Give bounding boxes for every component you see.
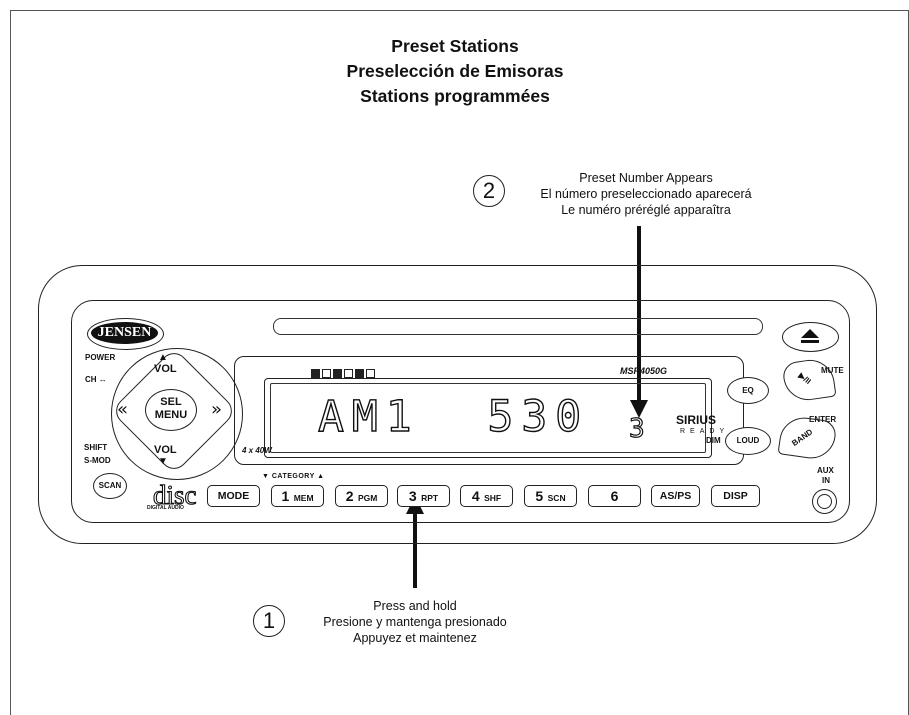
callout-1-line-fr: Appuyez et maintenez bbox=[353, 631, 477, 645]
callout-1-number: 1 bbox=[253, 605, 285, 637]
title-french: Stations programmées bbox=[360, 86, 550, 106]
callout-2-arrow-stem bbox=[637, 226, 641, 402]
lcd-screen bbox=[264, 378, 712, 458]
callout-2-line-fr: Le numéro préréglé apparaîtra bbox=[561, 203, 731, 217]
sirius-ready-text: READY bbox=[680, 428, 730, 435]
diagram-titles: Preset Stations Preselección de Emisoras… bbox=[330, 34, 580, 109]
enter-label: ENTER bbox=[809, 415, 837, 424]
dim-label: DIM bbox=[706, 436, 721, 445]
mute-label: MUTE bbox=[821, 366, 844, 375]
vol-up-arrow-icon: ▲ bbox=[158, 352, 168, 363]
category-up-icon: ▲ bbox=[314, 473, 325, 480]
callout-1-line-es: Presione y mantenga presionado bbox=[323, 615, 507, 629]
callout-2-arrow-head bbox=[630, 400, 648, 418]
preset-2-number: 2 bbox=[345, 488, 354, 504]
cd-slot bbox=[273, 318, 763, 335]
menu-label: MENU bbox=[154, 409, 188, 421]
eq-button[interactable]: EQ bbox=[727, 377, 769, 404]
model-number: MSR4050G bbox=[620, 366, 668, 376]
seek-left-icon[interactable]: « bbox=[117, 399, 129, 420]
eject-icon bbox=[801, 329, 819, 338]
display-band-frequency: AM1 530 bbox=[317, 392, 590, 442]
callout-2-number: 2 bbox=[473, 175, 505, 207]
title-english: Preset Stations bbox=[391, 36, 519, 56]
preset-3-rpt-button[interactable]: 3 RPT bbox=[397, 485, 450, 507]
brand-logo-text: JENSEN bbox=[91, 322, 158, 344]
indicator-icon-1 bbox=[311, 369, 320, 378]
brand-logo: JENSEN bbox=[87, 318, 164, 350]
compact-disc-logo-sub: DIGITAL AUDIO bbox=[147, 505, 184, 511]
mode-button[interactable]: MODE bbox=[207, 485, 260, 507]
seek-right-icon[interactable]: » bbox=[211, 399, 223, 420]
vol-down-label[interactable]: VOL bbox=[154, 444, 177, 456]
aux-input-jack[interactable] bbox=[812, 489, 837, 514]
indicator-icon-2 bbox=[322, 369, 331, 378]
indicator-icon-5 bbox=[355, 369, 364, 378]
category-text: CATEGORY bbox=[271, 473, 315, 480]
callout-1-arrow-stem bbox=[413, 512, 417, 588]
preset-2-text: PGM bbox=[357, 493, 378, 503]
power-label: POWER bbox=[85, 353, 116, 362]
preset-6-number: 6 bbox=[610, 488, 619, 504]
eject-icon-bar bbox=[801, 340, 819, 343]
preset-4-shf-button[interactable]: 4 SHF bbox=[460, 485, 513, 507]
control-ring[interactable] bbox=[111, 348, 243, 480]
shift-label: SHIFT bbox=[84, 443, 108, 452]
callout-1-line-en: Press and hold bbox=[373, 599, 457, 613]
ch-label: CH ↔ bbox=[85, 375, 107, 384]
mode-button-label: MODE bbox=[217, 490, 250, 502]
preset-6-button[interactable]: 6 bbox=[588, 485, 641, 507]
category-label: ▼ CATEGORY ▲ bbox=[262, 473, 325, 480]
display-preset-number: 3 bbox=[628, 413, 645, 444]
indicator-icon-4 bbox=[344, 369, 353, 378]
lcd-screen-inner bbox=[270, 383, 706, 453]
preset-1-mem-button[interactable]: 1 MEM bbox=[271, 485, 324, 507]
vol-down-arrow-icon: ▼ bbox=[158, 456, 168, 467]
preset-3-number: 3 bbox=[408, 488, 417, 504]
preset-5-number: 5 bbox=[535, 488, 544, 504]
loud-button[interactable]: LOUD bbox=[725, 427, 771, 455]
preset-3-text: RPT bbox=[421, 493, 439, 503]
callout-2-caption: Preset Number Appears El número preselec… bbox=[516, 170, 776, 218]
stereo-faceplate-outer bbox=[38, 265, 877, 544]
sel-label: SEL bbox=[160, 396, 182, 408]
category-down-icon: ▼ bbox=[262, 473, 272, 480]
smod-label: S-MOD bbox=[84, 456, 111, 465]
in-label: IN bbox=[822, 476, 830, 485]
preset-4-number: 4 bbox=[471, 488, 480, 504]
preset-5-scn-button[interactable]: 5 SCN bbox=[524, 485, 577, 507]
disp-button[interactable]: DISP bbox=[711, 485, 760, 507]
preset-1-text: MEM bbox=[293, 493, 314, 503]
as-ps-label: AS/PS bbox=[659, 490, 692, 502]
indicator-icon-6 bbox=[366, 369, 375, 378]
aux-label: AUX bbox=[817, 466, 834, 475]
display-icon-strip bbox=[311, 365, 377, 383]
disp-label: DISP bbox=[723, 490, 748, 502]
preset-2-pgm-button[interactable]: 2 PGM bbox=[335, 485, 388, 507]
sel-menu-button[interactable]: SEL MENU bbox=[145, 389, 197, 431]
callout-2-line-es: El número preseleccionado aparecerá bbox=[540, 187, 752, 201]
preset-1-number: 1 bbox=[281, 488, 290, 504]
display-panel bbox=[234, 356, 744, 465]
as-ps-button[interactable]: AS/PS bbox=[651, 485, 700, 507]
power-rating: 4 x 40W bbox=[242, 446, 272, 455]
preset-5-text: SCN bbox=[547, 493, 566, 503]
indicator-icon-3 bbox=[333, 369, 342, 378]
preset-4-text: SHF bbox=[484, 493, 502, 503]
callout-2-line-en: Preset Number Appears bbox=[579, 171, 713, 185]
sirius-logo: SIRIUS bbox=[676, 413, 717, 427]
eject-button[interactable] bbox=[782, 322, 839, 352]
callout-1-caption: Press and hold Presione y mantenga presi… bbox=[290, 598, 540, 646]
vol-up-label[interactable]: VOL bbox=[154, 363, 177, 375]
stereo-faceplate-inner bbox=[71, 300, 850, 523]
compact-disc-logo: disc bbox=[152, 480, 197, 510]
scan-button[interactable]: SCAN bbox=[93, 473, 127, 499]
title-spanish: Preselección de Emisoras bbox=[346, 61, 564, 81]
